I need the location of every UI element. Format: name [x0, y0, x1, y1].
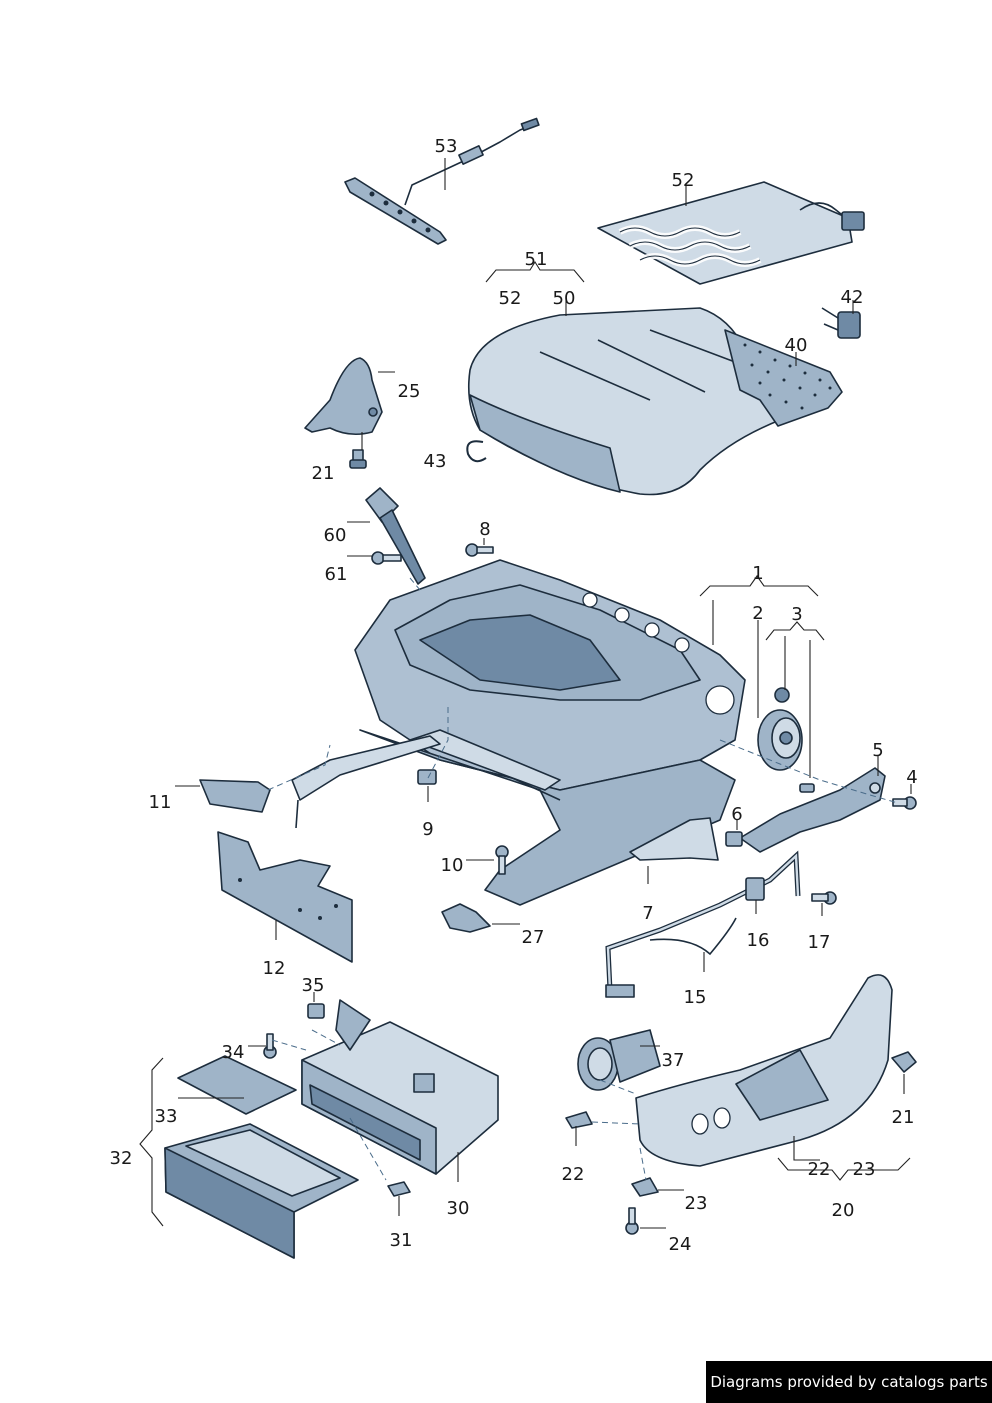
part-4-bolt[interactable] — [892, 796, 917, 810]
part-6-clip[interactable] — [725, 831, 743, 847]
part-16-clip[interactable] — [745, 877, 765, 901]
callout-23-clip: 23 — [685, 1193, 708, 1214]
callout-17: 17 — [808, 932, 831, 953]
part-21-pin-upper[interactable] — [349, 449, 367, 469]
callout-10: 10 — [441, 855, 464, 876]
part-15-wire-harness[interactable] — [605, 850, 801, 998]
callout-7: 7 — [642, 903, 653, 924]
credit-text: Diagrams provided by catalogs parts — [710, 1373, 988, 1391]
callout-51: 51 — [525, 249, 548, 270]
callout-53: 53 — [435, 136, 458, 157]
callout-61: 61 — [325, 564, 348, 585]
callout-23-group: 23 — [853, 1159, 876, 1180]
part-52-heating-mat[interactable] — [597, 181, 865, 285]
part-25-trim-cover[interactable] — [304, 357, 383, 436]
callout-21-upper: 21 — [312, 463, 335, 484]
part-9-nut[interactable] — [417, 769, 437, 785]
callout-5: 5 — [872, 740, 883, 761]
part-21-pin-lower[interactable] — [891, 1051, 917, 1073]
callout-4: 4 — [906, 767, 917, 788]
callout-30: 30 — [447, 1198, 470, 1219]
callout-8: 8 — [479, 519, 490, 540]
part-5-screw[interactable] — [799, 783, 815, 793]
callout-22-group: 22 — [808, 1159, 831, 1180]
callout-32: 32 — [110, 1148, 133, 1169]
part-11-end-cap[interactable] — [199, 779, 271, 813]
callout-9: 9 — [422, 819, 433, 840]
callout-1: 1 — [752, 563, 763, 584]
assembly-dashed-lines — [267, 577, 899, 1181]
part-34-bolt[interactable] — [263, 1033, 277, 1059]
part-37-actuator[interactable] — [577, 1029, 661, 1091]
callout-37: 37 — [662, 1050, 685, 1071]
part-3-nut[interactable] — [774, 687, 790, 703]
callout-52-group: 52 — [499, 288, 522, 309]
callout-20: 20 — [832, 1200, 855, 1221]
callout-labels: 53 52 51 52 50 42 40 25 43 21 60 8 61 1 … — [110, 136, 918, 1255]
part-27-clip[interactable] — [441, 903, 491, 933]
part-22-clip[interactable] — [565, 1111, 593, 1129]
part-35-bolt[interactable] — [307, 1003, 325, 1019]
part-20-side-trim[interactable] — [635, 974, 893, 1167]
part-53-wiring-harness[interactable] — [344, 117, 540, 245]
part-1-seat-frame[interactable] — [354, 559, 746, 906]
callout-50: 50 — [553, 288, 576, 309]
callout-27: 27 — [522, 927, 545, 948]
callout-31: 31 — [390, 1230, 413, 1251]
part-32-drawer[interactable] — [164, 1123, 359, 1259]
callout-15: 15 — [684, 987, 707, 1008]
callout-6: 6 — [731, 804, 742, 825]
part-40-foam-pad[interactable] — [724, 329, 843, 427]
part-23-clip[interactable] — [631, 1177, 659, 1197]
part-24-screw[interactable] — [625, 1207, 639, 1235]
callout-25: 25 — [398, 381, 421, 402]
part-61-bolt[interactable] — [371, 551, 402, 565]
part-17-screw[interactable] — [811, 891, 837, 905]
callout-16: 16 — [747, 930, 770, 951]
leader-lines — [139, 158, 912, 1229]
callout-21-lower: 21 — [892, 1107, 915, 1128]
callout-3: 3 — [791, 604, 802, 625]
callout-35: 35 — [302, 975, 325, 996]
callout-22-clip: 22 — [562, 1164, 585, 1185]
part-50-seat-cushion[interactable] — [467, 307, 781, 496]
part-30-drawer-frame[interactable] — [301, 999, 499, 1175]
part-12-plate[interactable] — [217, 831, 353, 963]
callout-34: 34 — [222, 1042, 245, 1063]
callout-24: 24 — [669, 1234, 692, 1255]
part-43-clip[interactable] — [466, 440, 487, 463]
callout-2: 2 — [752, 603, 763, 624]
callout-52-mat: 52 — [672, 170, 695, 191]
part-2-motor[interactable] — [757, 709, 803, 771]
seat-rail-left — [291, 735, 441, 829]
callout-43: 43 — [424, 451, 447, 472]
credit-badge: Diagrams provided by catalogs parts — [706, 1361, 992, 1403]
callout-11: 11 — [149, 792, 172, 813]
part-7-trim[interactable] — [629, 817, 719, 861]
part-33-mat[interactable] — [177, 1055, 297, 1115]
callout-40: 40 — [785, 335, 808, 356]
callout-42: 42 — [841, 287, 864, 308]
part-8-bolt[interactable] — [465, 543, 494, 557]
part-10-bolt[interactable] — [495, 845, 509, 875]
callout-60: 60 — [324, 525, 347, 546]
part-31-clip[interactable] — [387, 1181, 411, 1197]
callout-33: 33 — [155, 1106, 178, 1127]
part-60-belt-buckle[interactable] — [365, 487, 426, 585]
part-42-connector[interactable] — [821, 307, 861, 339]
callout-12: 12 — [263, 958, 286, 979]
part-5-bracket[interactable] — [739, 767, 886, 853]
